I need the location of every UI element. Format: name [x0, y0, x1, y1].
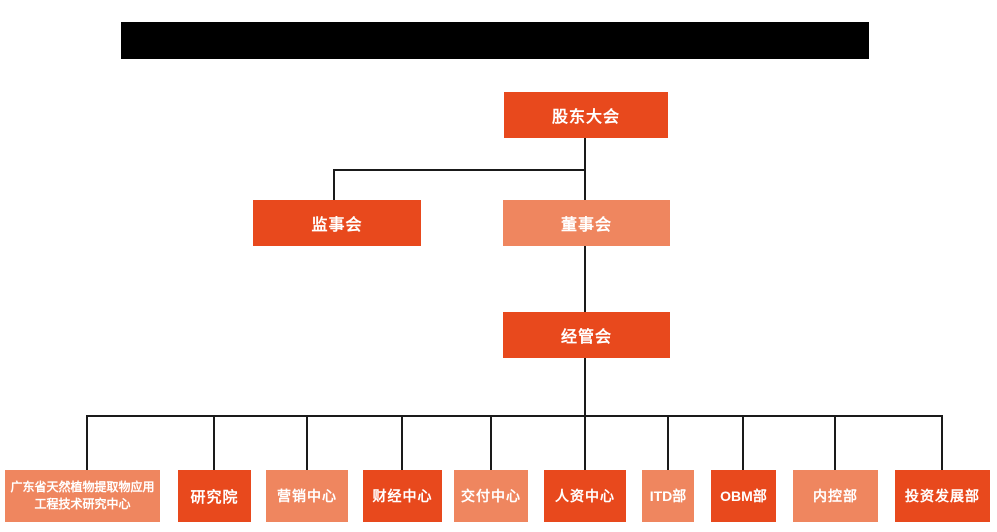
org-node-gd-research-center: 广东省天然植物提取物应用工程技术研究中心 [5, 470, 160, 522]
org-node-hr-center: 人资中心 [544, 470, 626, 522]
org-node-delivery-center: 交付中心 [454, 470, 528, 522]
connector-branch-horizontal [333, 169, 586, 171]
org-node-board-of-directors: 董事会 [503, 200, 670, 246]
org-node-investment-development-department: 投资发展部 [895, 470, 990, 522]
redacted-title-bar [121, 22, 869, 59]
connector-drop-dept-7 [742, 415, 744, 470]
connector-drop-dept-3 [401, 415, 403, 470]
connector-drop-dept-1 [213, 415, 215, 470]
connector-distribution-horizontal [86, 415, 943, 417]
org-node-itd-department: ITD部 [642, 470, 694, 522]
connector-drop-dept-9 [941, 415, 943, 470]
org-node-obm-department: OBM部 [711, 470, 776, 522]
org-node-shareholders-meeting: 股东大会 [504, 92, 668, 138]
org-node-management-committee: 经管会 [503, 312, 670, 358]
connector-board-to-management [584, 246, 586, 312]
connector-drop-dept-8 [834, 415, 836, 470]
connector-drop-dept-6 [667, 415, 669, 470]
connector-management-down [584, 358, 586, 470]
org-node-supervisory-board: 监事会 [253, 200, 421, 246]
org-node-internal-control-department: 内控部 [793, 470, 878, 522]
org-node-finance-center: 财经中心 [363, 470, 442, 522]
org-node-marketing-center: 营销中心 [266, 470, 348, 522]
connector-drop-dept-0 [86, 415, 88, 470]
connector-drop-dept-2 [306, 415, 308, 470]
connector-supervisory-drop [333, 169, 335, 200]
connector-drop-dept-4 [490, 415, 492, 470]
org-node-research-institute: 研究院 [178, 470, 251, 522]
